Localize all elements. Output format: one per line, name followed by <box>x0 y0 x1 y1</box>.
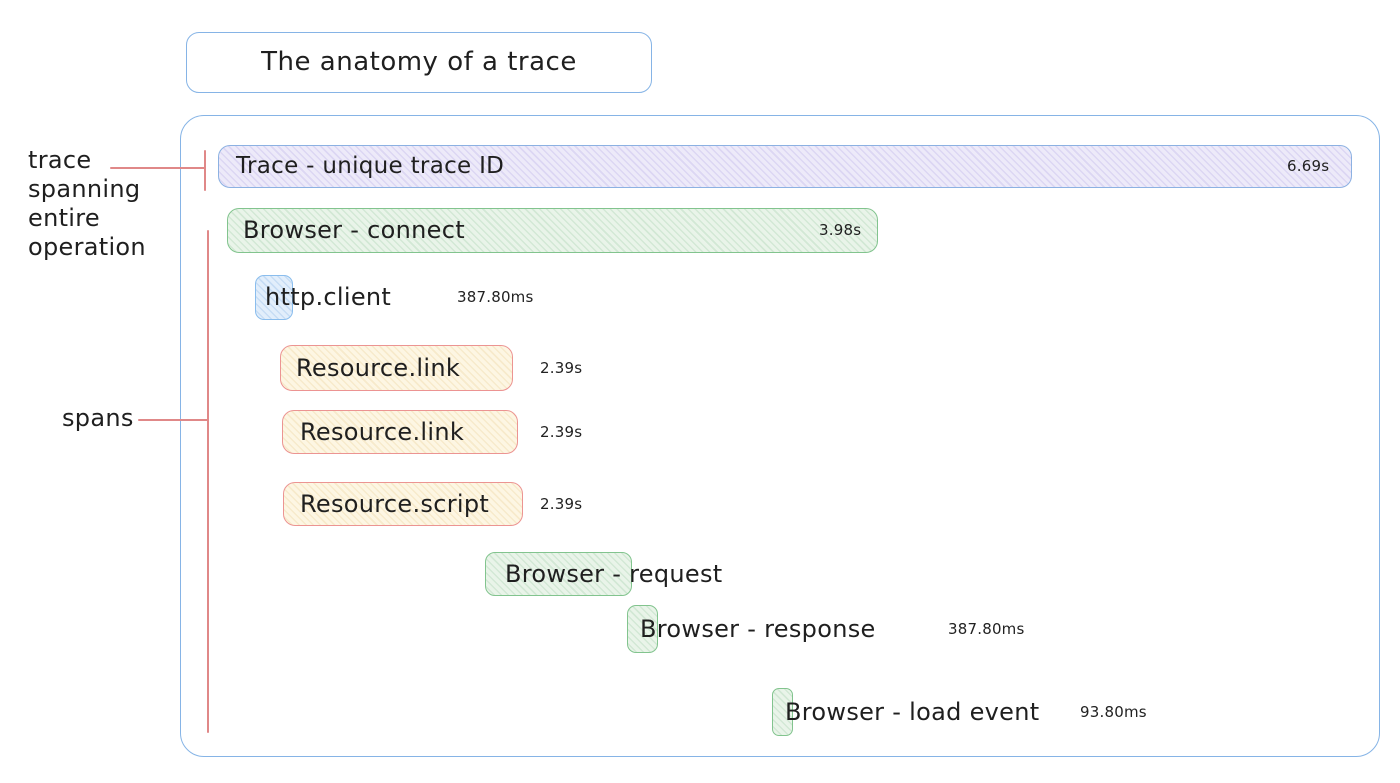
span-bar-resource-link-1 <box>280 345 513 391</box>
span-bar-browser-connect <box>227 208 878 253</box>
span-label: Browser - connect <box>243 216 465 244</box>
spans-bracket-line <box>207 230 209 733</box>
span-duration: 2.39s <box>540 423 583 441</box>
span-label: Browser - response <box>640 615 876 643</box>
trace-bar-label: Trace - unique trace ID <box>236 153 505 179</box>
span-duration: 93.80ms <box>1080 703 1147 721</box>
span-bar-resource-link-2 <box>282 410 518 454</box>
span-label: Resource.link <box>296 354 461 382</box>
trace-connector-line <box>110 167 206 169</box>
span-bar-resource-script <box>283 482 523 526</box>
spans-connector-line <box>138 419 208 421</box>
span-duration: 3.98s <box>819 221 862 239</box>
span-label: Resource.script <box>300 490 490 518</box>
span-duration: 2.39s <box>540 359 583 377</box>
span-label: Resource.link <box>300 418 465 446</box>
span-duration: 387.80ms <box>948 620 1025 638</box>
diagram-title: The anatomy of a trace <box>261 47 577 77</box>
span-bar-browser-load-event <box>772 688 793 736</box>
trace-annotation-label: trace spanning entire operation <box>28 146 146 261</box>
title-box <box>186 32 652 93</box>
trace-connector-tick <box>204 150 206 191</box>
span-duration: 387.80ms <box>457 288 534 306</box>
span-bar-browser-request <box>485 552 632 596</box>
trace-bar-duration: 6.69s <box>1287 157 1330 175</box>
spans-annotation-label: spans <box>62 404 134 432</box>
span-label: Browser - load event <box>785 698 1040 726</box>
span-bar-http-client <box>255 275 293 320</box>
trace-bar <box>218 145 1352 188</box>
span-bar-browser-response <box>627 605 658 653</box>
span-label: Browser - request <box>505 560 723 588</box>
span-label: http.client <box>265 283 392 311</box>
span-duration: 2.39s <box>540 495 583 513</box>
